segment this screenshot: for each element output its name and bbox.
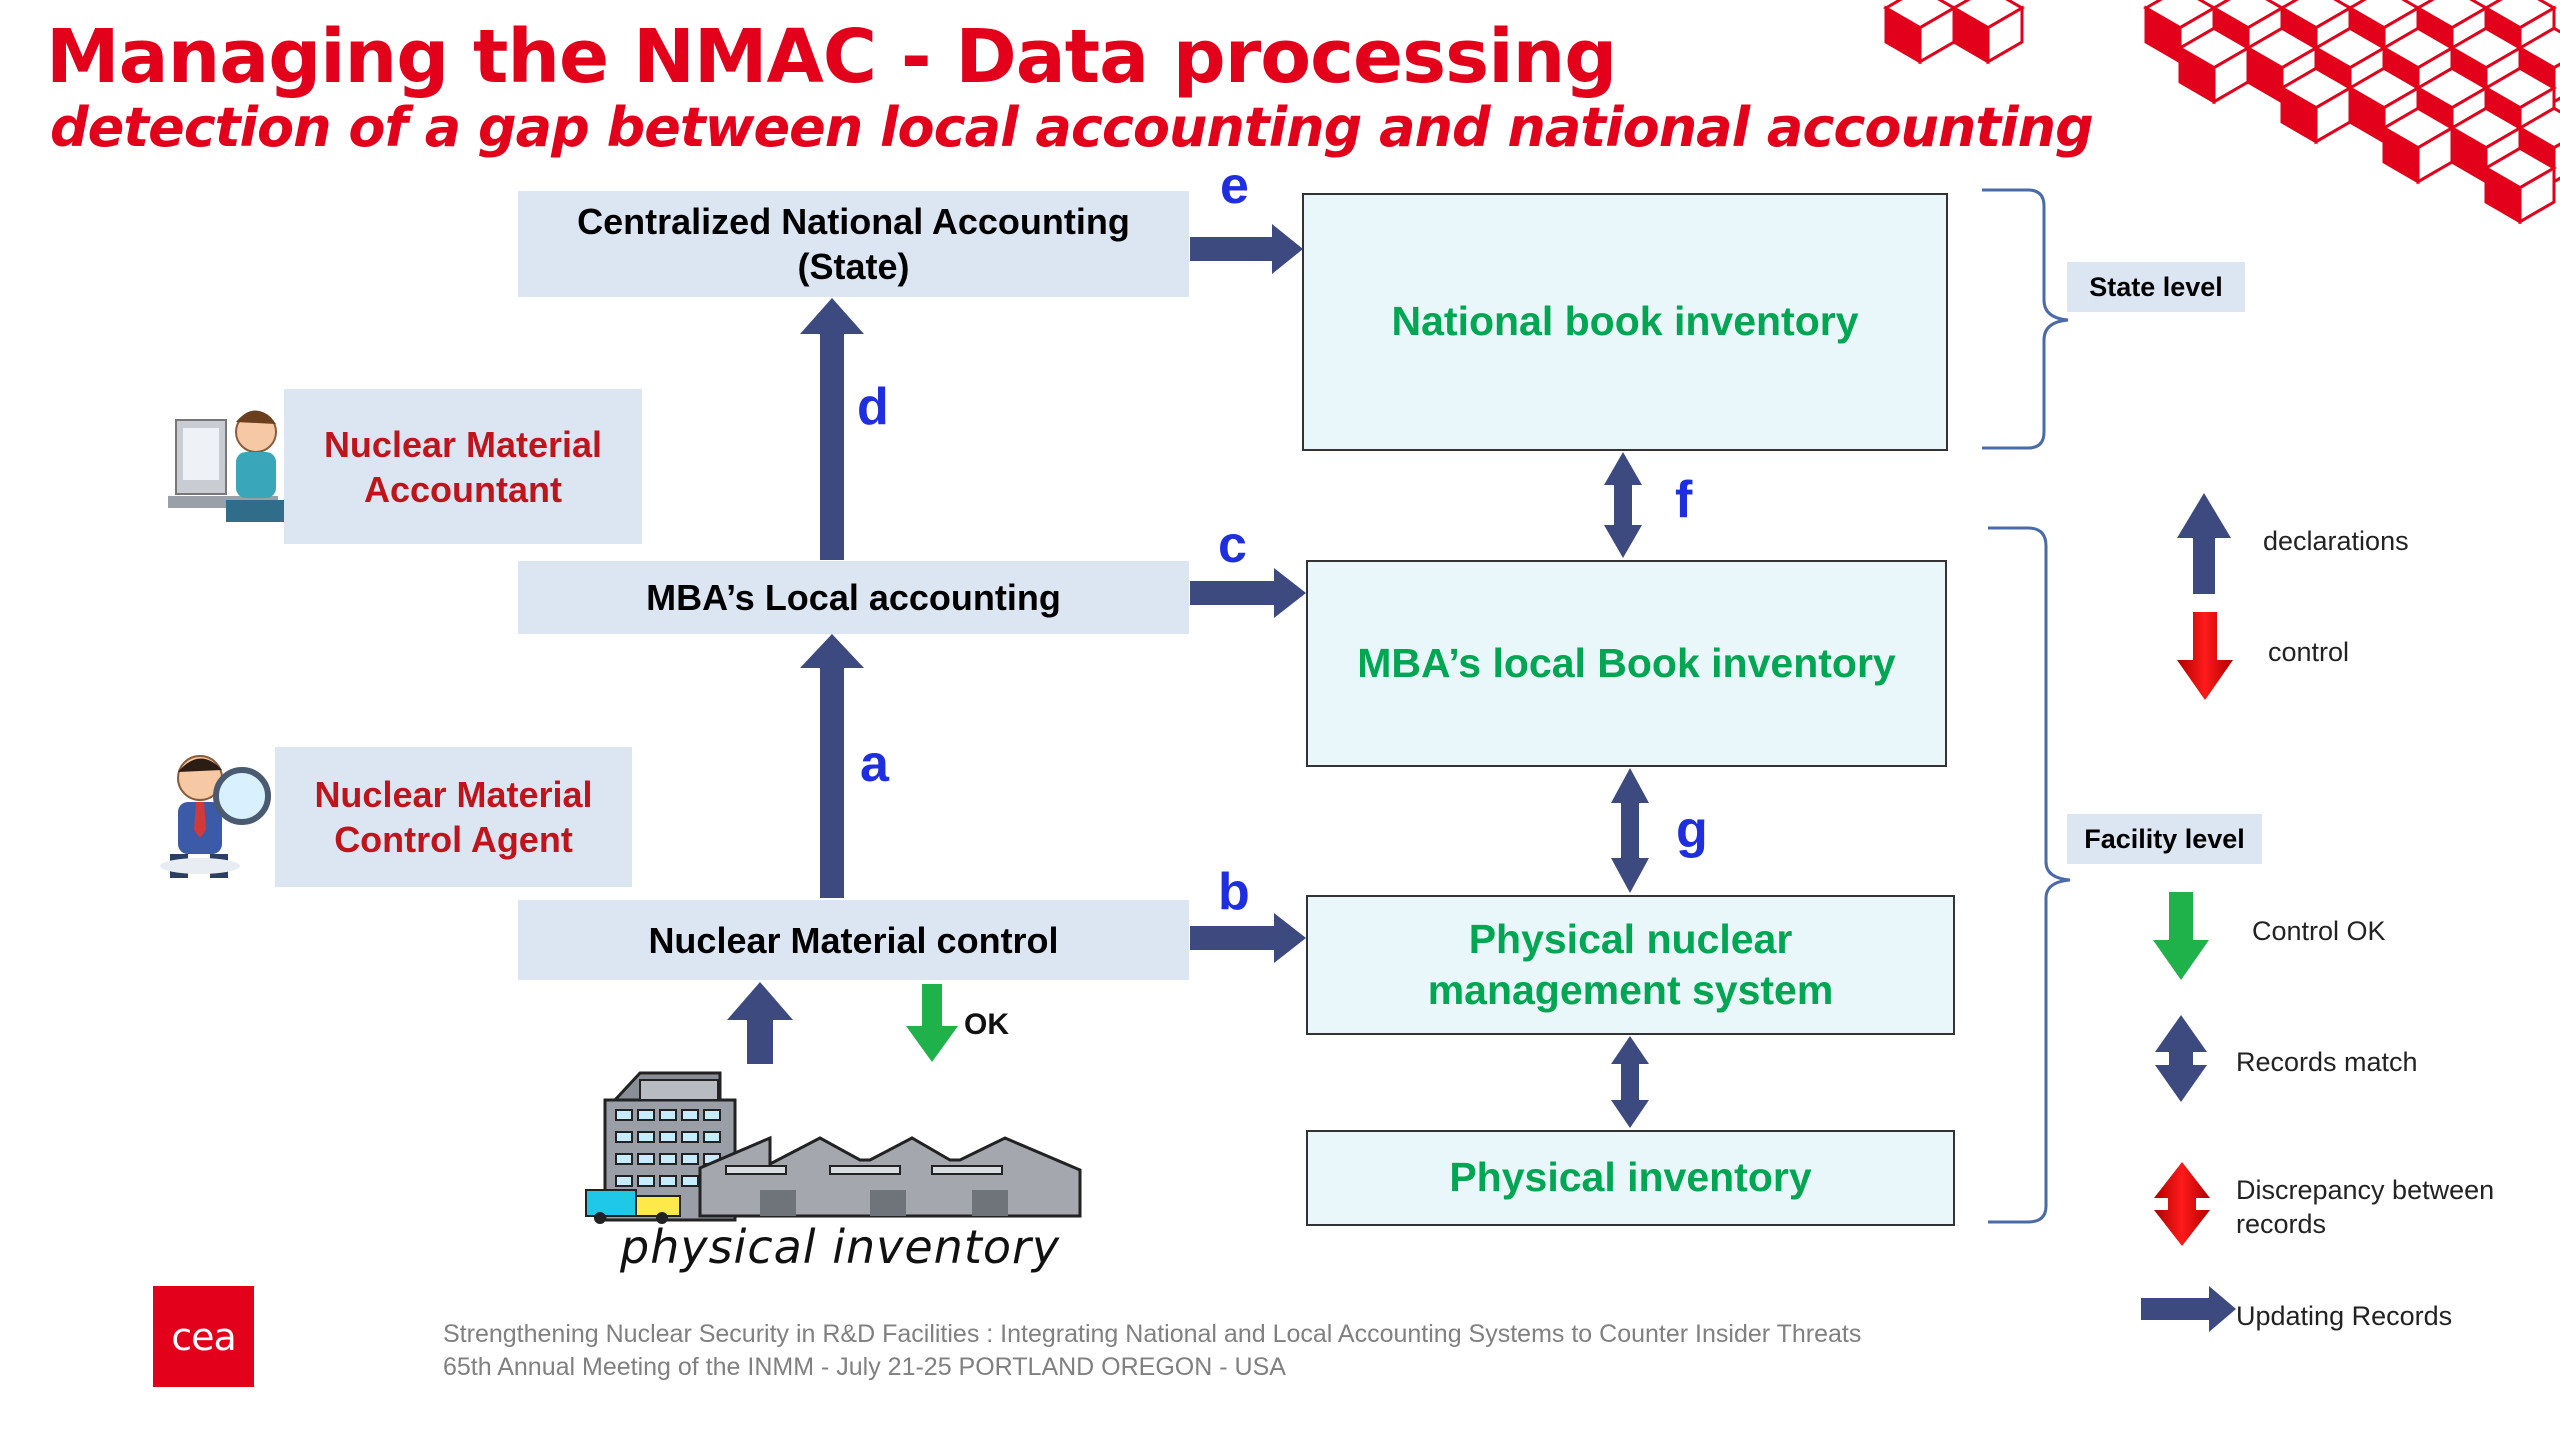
- state-level-bracket: [1982, 188, 2069, 450]
- flow-label-f: f: [1675, 471, 1693, 529]
- legend-discrepancy-text: Discrepancy between records: [2236, 1175, 2495, 1239]
- page-subtitle: detection of a gap between local account…: [50, 96, 2094, 159]
- mba-local-accounting-box: MBA’s Local accounting: [518, 561, 1189, 634]
- legend-records-match-text: Records match: [2236, 1047, 2418, 1077]
- flow-label-b: b: [1218, 863, 1250, 921]
- nuclear-material-control-box: Nuclear Material control: [518, 900, 1189, 980]
- ok-label: OK: [964, 1008, 1009, 1041]
- nuclear-material-accountant-box: Nuclear Material Accountant: [284, 389, 642, 544]
- page-title: Managing the NMAC - Data processing: [46, 14, 1617, 100]
- facility-level-bracket: [1988, 526, 2071, 1224]
- legend-updating-text: Updating Records: [2236, 1301, 2453, 1331]
- footer-line-2: 65th Annual Meeting of the INMM - July 2…: [443, 1352, 1286, 1381]
- flow-label-a: a: [860, 735, 889, 793]
- arrow-a-up: [800, 634, 864, 898]
- nuclear-material-control-agent-box: Nuclear Material Control Agent: [275, 747, 632, 887]
- arrow-d-up: [800, 298, 864, 560]
- centralized-national-accounting-box: Centralized National Accounting (State): [518, 191, 1189, 297]
- legend-records-match-arrow: [2155, 1015, 2207, 1102]
- arrow-e-right: [1190, 224, 1303, 274]
- footer-line-1: Strengthening Nuclear Security in R&D Fa…: [443, 1320, 1862, 1348]
- arrow-b-right: [1190, 913, 1306, 963]
- state-level-label: State level: [2067, 262, 2245, 312]
- legend-control-ok-text: Control OK: [2252, 916, 2386, 946]
- arrow-c-right: [1190, 568, 1306, 618]
- legend-discrepancy-arrow: [2154, 1162, 2210, 1246]
- cube-pattern-decoration: [1883, 0, 2560, 225]
- facility-level-label: Facility level: [2067, 814, 2262, 864]
- legend-control-text: control: [2268, 637, 2350, 667]
- flow-label-e: e: [1220, 157, 1249, 215]
- legend-updating-arrow: [2141, 1286, 2236, 1332]
- national-book-inventory-box: National book inventory: [1302, 193, 1948, 451]
- footer: Strengthening Nuclear Security in R&D Fa…: [443, 1318, 1861, 1383]
- facility-caption: physical inventory: [620, 1220, 1061, 1274]
- flow-label-c: c: [1218, 516, 1247, 574]
- physical-inventory-box: Physical inventory: [1306, 1130, 1955, 1226]
- mba-local-book-inventory-box: MBA’s local Book inventory: [1306, 560, 1947, 767]
- legend-declarations-arrow: [2177, 493, 2231, 594]
- arrow-facility-up: [727, 982, 793, 1064]
- arrow-f-double: [1604, 452, 1642, 558]
- arrow-g-double: [1611, 768, 1649, 893]
- legend-control-ok-arrow: [2153, 892, 2209, 980]
- flow-label-d: d: [857, 378, 889, 436]
- legend-declarations-text: declarations: [2263, 526, 2409, 556]
- physical-nuclear-management-system-box: Physical nuclear management system: [1306, 895, 1955, 1035]
- cea-logo: cea: [153, 1286, 254, 1387]
- legend-control-arrow: [2177, 612, 2233, 700]
- flow-label-g: g: [1676, 801, 1708, 859]
- arrow-ok-down: [906, 984, 958, 1062]
- arrow-inventory-double: [1611, 1036, 1649, 1128]
